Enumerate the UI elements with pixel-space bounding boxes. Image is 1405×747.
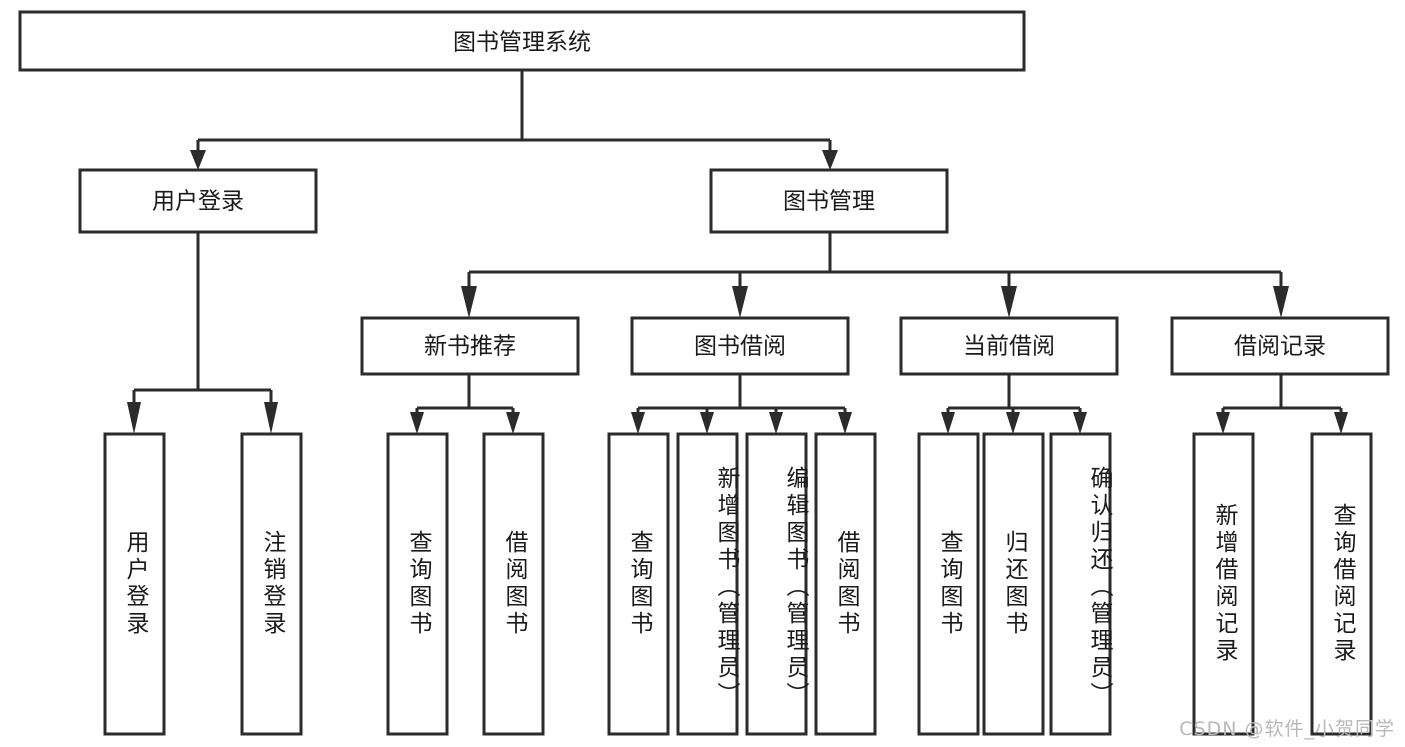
node-box-leaf-edit-book[interactable] (745, 432, 808, 736)
arrow-head-leaf-add-book (700, 412, 714, 434)
arrow-head-leaf-add-record (1216, 412, 1230, 434)
arrow-head-user-login (190, 150, 206, 170)
arrow-head-leaf-borrow-book-2 (838, 412, 852, 434)
arrow-head-leaf-query-book-3 (941, 412, 955, 434)
node-box-leaf-user-login[interactable] (103, 432, 166, 736)
node-box-leaf-query-book-1[interactable] (386, 432, 449, 736)
connector-group-user-login (127, 232, 278, 434)
arrow-head-leaf-edit-book (769, 412, 783, 434)
node-box-leaf-query-book-3[interactable] (917, 432, 980, 736)
arrow-head-leaf-query-record (1334, 412, 1348, 434)
arrow-head-current-borrow (1001, 286, 1017, 318)
node-box-root[interactable] (18, 10, 1026, 72)
arrow-head-book-borrow (732, 286, 748, 318)
node-box-user-login[interactable] (78, 168, 318, 234)
node-label-new-book-rec: 新书推荐 (424, 334, 516, 360)
node-box-leaf-query-book-2[interactable] (607, 432, 670, 736)
connector-group-new-book-rec (410, 374, 520, 434)
node-box-leaf-add-book[interactable] (676, 432, 739, 736)
node-box-leaf-borrow-book-2[interactable] (814, 432, 877, 736)
arrow-head-borrow-record (1273, 286, 1289, 318)
arrow-head-book-manage (822, 150, 838, 170)
node-label-book-manage: 图书管理 (783, 189, 875, 215)
node-box-leaf-query-record[interactable] (1310, 432, 1373, 736)
node-box-leaf-return-book[interactable] (982, 432, 1045, 736)
node-box-leaf-add-record[interactable] (1192, 432, 1255, 736)
node-box-current-borrow[interactable] (899, 316, 1119, 376)
connector-group-current-borrow (941, 374, 1087, 434)
connector-group-book-borrow (631, 374, 852, 434)
connector-group-book-manage (461, 232, 1289, 318)
arrow-head-new-book-rec (461, 286, 477, 318)
node-box-book-borrow[interactable] (630, 316, 850, 376)
node-label-user-login: 用户登录 (152, 189, 244, 215)
node-label-current-borrow: 当前借阅 (963, 334, 1055, 360)
arrow-head-leaf-return-book (1006, 412, 1020, 434)
arrow-head-leaf-borrow-book-1 (506, 412, 520, 434)
connector-group-borrow-record (1216, 374, 1348, 434)
arrow-head-leaf-user-logout (264, 402, 278, 434)
arrow-head-leaf-query-book-2 (631, 412, 645, 434)
connector-group-root (190, 70, 838, 170)
node-box-leaf-confirm-return[interactable] (1049, 432, 1112, 736)
node-label-book-borrow: 图书借阅 (694, 334, 786, 360)
node-box-new-book-rec[interactable] (360, 316, 580, 376)
node-box-book-manage[interactable] (709, 168, 949, 234)
node-box-leaf-borrow-book-1[interactable] (482, 432, 545, 736)
node-box-leaf-user-logout[interactable] (240, 432, 303, 736)
node-box-borrow-record[interactable] (1170, 316, 1390, 376)
node-label-root: 图书管理系统 (453, 30, 591, 56)
watermark-text: CSDN @软件_小贺同学 (1179, 718, 1395, 740)
arrow-head-leaf-confirm-return (1073, 412, 1087, 434)
arrow-head-leaf-query-book-1 (410, 412, 424, 434)
node-label-borrow-record: 借阅记录 (1234, 334, 1326, 360)
arrow-head-leaf-user-login (127, 402, 141, 434)
